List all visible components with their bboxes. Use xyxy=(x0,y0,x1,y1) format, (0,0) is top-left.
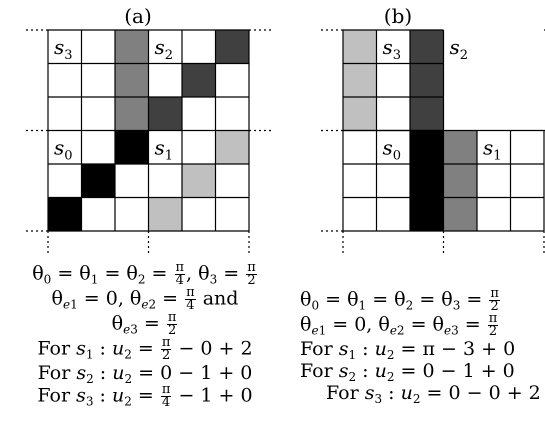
grid-cell-b-5-3 xyxy=(443,197,477,231)
grid-cell-a-1-4 xyxy=(182,63,216,97)
grid-cell-b-4-3 xyxy=(443,164,477,198)
state-label-a-s1: s1 xyxy=(155,136,174,164)
grid-cell-b-0-2 xyxy=(410,30,444,64)
grid-cell-a-4-1 xyxy=(81,164,115,198)
grid-diagrams: s3 s2 s0 s1 s3 s2 s0 s1 xyxy=(26,29,545,253)
state-label-a-s0: s0 xyxy=(54,136,73,164)
formula-a-line-5: For s2 : u2 = 0 − 1 + 0 xyxy=(37,362,253,386)
panel-b-label: (b) xyxy=(383,4,413,28)
grid-cell-a-2-2 xyxy=(115,97,149,131)
grid-cell-b-2-0 xyxy=(343,97,377,131)
state-label-b-s1: s1 xyxy=(483,136,502,164)
grid-cell-a-3-2 xyxy=(115,130,149,164)
state-label-a-s2: s2 xyxy=(155,35,174,63)
grid-cell-b-0-0 xyxy=(343,30,377,64)
grid-cell-b-1-0 xyxy=(343,63,377,97)
grid-cell-a-3-5 xyxy=(215,130,249,164)
grid-panel-b: s3 s2 s0 s1 xyxy=(321,29,545,253)
grid-cell-b-3-2 xyxy=(410,130,444,164)
state-label-b-s3: s3 xyxy=(383,35,402,63)
grid-cell-a-2-3 xyxy=(148,97,182,131)
grid-cell-b-3-3 xyxy=(443,130,477,164)
grid-cell-a-0-2 xyxy=(115,30,149,64)
grid-cell-a-1-2 xyxy=(115,63,149,97)
formula-b-line-4: For s2 : u2 = 0 − 1 + 0 xyxy=(300,360,515,384)
state-label-b-s2: s2 xyxy=(450,35,469,63)
grid-cell-a-5-3 xyxy=(148,197,182,231)
grid-cell-a-0-5 xyxy=(215,30,249,64)
formula-b-line-5: For s3 : u2 = 0 − 0 + 2 xyxy=(326,382,541,406)
grid-cell-b-5-2 xyxy=(410,197,444,231)
grid-panel-a: s3 s2 s0 s1 xyxy=(26,29,271,253)
grid-cell-b-4-2 xyxy=(410,164,444,198)
grid-cell-b-2-2 xyxy=(410,97,444,131)
grid-cell-b-1-2 xyxy=(410,63,444,97)
formula-b-line-3: For s1 : u2 = π − 3 + 0 xyxy=(300,338,516,362)
panel-a-label: (a) xyxy=(124,4,152,28)
grid-cell-a-5-0 xyxy=(48,197,82,231)
state-label-b-s0: s0 xyxy=(383,136,402,164)
state-label-a-s3: s3 xyxy=(54,35,73,63)
grid-cell-a-4-4 xyxy=(182,164,216,198)
